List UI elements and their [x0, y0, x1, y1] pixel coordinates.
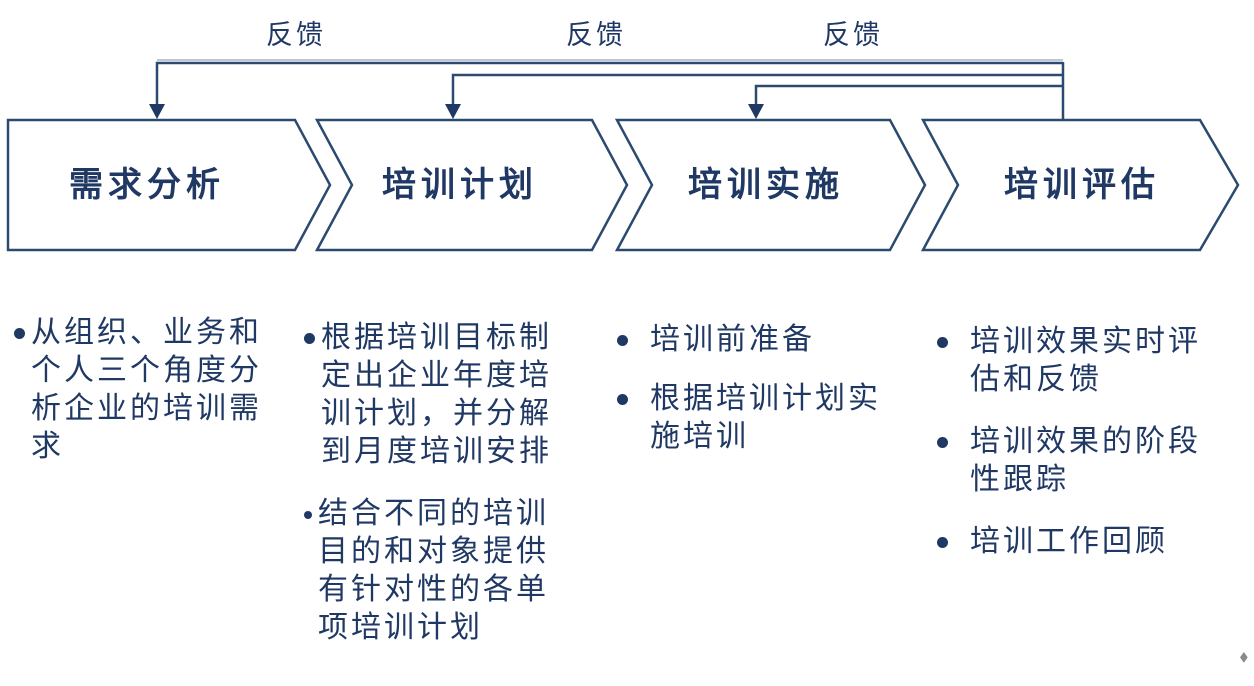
- bullet-item: 结合不同的培训 目的和对象提供 有针对性的各单 项培训计划: [304, 495, 594, 647]
- bullet-text: 结合不同的培训 目的和对象提供 有针对性的各单 项培训计划: [318, 496, 549, 645]
- bullet-text: 培训前准备: [650, 322, 815, 357]
- bullet-list-stage-1: 从组织、业务和 个人三个角度分 析企业的培训需 求: [14, 314, 294, 490]
- feedback-label-3: 反馈: [823, 20, 883, 51]
- feedback-label-1: 反馈: [266, 20, 326, 51]
- bullet-item: 根据培训计划实 施培训: [617, 380, 917, 456]
- bullet-item: 从组织、业务和 个人三个角度分 析企业的培训需 求: [14, 314, 294, 466]
- bullet-dot-icon: [14, 328, 25, 339]
- bullet-dot-icon: [937, 437, 948, 448]
- stage-title-2: 培训计划: [382, 165, 538, 205]
- feedback-line-1: [155, 61, 1063, 106]
- bullet-list-stage-2: 根据培训目标制 定出企业年度培 训计划，并分解 到月度培训安排 结合不同的培训 …: [304, 319, 594, 671]
- bullet-item: 根据培训目标制 定出企业年度培 训计划，并分解 到月度培训安排: [304, 319, 594, 471]
- feedback-arrowhead-3: [748, 104, 764, 119]
- bullet-dot-icon: [937, 337, 948, 348]
- stage-title-3: 培训实施: [688, 165, 844, 205]
- bullet-list-stage-4: 培训效果实时评 估和反馈 培训效果的阶段 性跟踪 培训工作回顾: [937, 323, 1247, 585]
- bullet-text: 培训效果的阶段 性跟踪: [970, 424, 1201, 497]
- bullet-dot-icon: [937, 537, 948, 548]
- bullet-item: 培训效果的阶段 性跟踪: [937, 423, 1247, 499]
- bullet-text: 培训效果实时评 估和反馈: [970, 324, 1201, 397]
- feedback-arrowhead-2: [445, 104, 461, 119]
- bullet-dot-icon: [617, 394, 628, 405]
- feedback-line-2: [451, 73, 1063, 106]
- bullet-item: 培训效果实时评 估和反馈: [937, 323, 1247, 399]
- chevron-stage-1: [6, 118, 332, 252]
- bullet-dot-icon: [304, 333, 315, 344]
- chevron-stage-2: [314, 118, 629, 252]
- bullet-text: 根据培训计划实 施培训: [650, 381, 881, 454]
- stage-title-1: 需求分析: [69, 165, 225, 205]
- feedback-label-2: 反馈: [566, 20, 626, 51]
- bullet-text: 根据培训目标制 定出企业年度培 训计划，并分解 到月度培训安排: [321, 320, 552, 469]
- chevron-stage-4: [920, 118, 1240, 252]
- corner-mark-icon: ◆: [1240, 649, 1248, 666]
- stage-title-4: 培训评估: [1004, 165, 1160, 205]
- bullet-dot-icon: [617, 335, 628, 346]
- bullet-text: 培训工作回顾: [970, 524, 1168, 559]
- chevron-stage-3: [614, 118, 927, 252]
- bullet-text: 从组织、业务和 个人三个角度分 析企业的培训需 求: [31, 315, 262, 464]
- bullet-item: 培训工作回顾: [937, 523, 1247, 561]
- bullet-dot-icon: [304, 511, 312, 519]
- feedback-line-3: [754, 84, 1063, 106]
- bullet-list-stage-3: 培训前准备 根据培训计划实 施培训: [617, 321, 917, 480]
- bullet-item: 培训前准备: [617, 321, 917, 359]
- feedback-arrowhead-1: [149, 104, 165, 119]
